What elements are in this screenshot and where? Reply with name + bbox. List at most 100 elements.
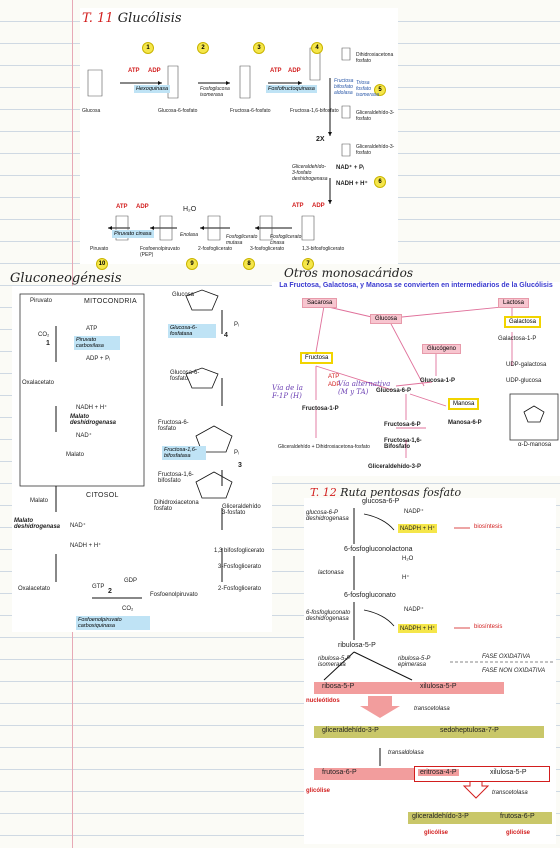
g3p-sedoheptulosa-bar bbox=[314, 726, 544, 738]
pp-nucleotidos: nucleótidos bbox=[306, 698, 340, 704]
glucolisis-title-prefix: T. 11 bbox=[82, 11, 114, 26]
glucosa-6-fosfatasa: Glucosa-6-fosfatasa bbox=[168, 324, 216, 338]
glucosa-1p: Glucosa-1-P bbox=[420, 378, 456, 384]
pep-label: Fosfoenolpiruvato (PEP) bbox=[140, 246, 180, 258]
3pg-label: 3-fosfoglicerato bbox=[250, 246, 285, 252]
gn-2pg: 2-Fosfoglicerato bbox=[218, 586, 262, 592]
otros-atp: ATP bbox=[328, 374, 340, 380]
glucolisis-panel: T. 11 Glucólisis 1 2 3 4 5 6 7 8 9 10 AT… bbox=[80, 8, 398, 270]
piruvato-label: Piruvato bbox=[90, 246, 109, 252]
aldolasa-label: Fructosa bifosfato aldolasa bbox=[334, 78, 354, 96]
adp-1: ADP bbox=[148, 68, 161, 74]
fructosa-16-bifosfatasa: Fructosa-1,6-bifosfatasa bbox=[162, 446, 206, 460]
gn-nadh-2: NADH + H⁺ bbox=[70, 543, 102, 549]
gn-atp: ATP bbox=[86, 326, 98, 332]
pp-glicolise-3: glicólise bbox=[506, 830, 531, 836]
glucosa-6p: Glucosa-6-P bbox=[376, 388, 412, 394]
pp-lactonasa: lactonasa bbox=[318, 570, 344, 576]
pp-sedoheptulosa: sedoheptulosa-7-P bbox=[440, 727, 499, 734]
step-6: 6 bbox=[374, 176, 386, 188]
piruvato-carboxilasa: Piruvato carboxilasa bbox=[74, 336, 120, 350]
pp-gliceraldehido: gliceraldehído-3-P bbox=[322, 727, 379, 734]
pp-xilulosa-2: xilulosa-5-P bbox=[490, 769, 527, 776]
pentosas-panel: glucosa-6-P glucosa-6-P deshidrogenasa N… bbox=[304, 498, 556, 844]
nadh-label: NADH + H⁺ bbox=[336, 181, 368, 187]
step-8: 8 bbox=[243, 258, 255, 270]
pp-biosintesis: biosíntesis bbox=[474, 524, 503, 530]
manosa-box: Manosa bbox=[448, 398, 480, 410]
fosfoglicerato-cinasa-label: Fosfoglicerato cinasa bbox=[270, 234, 302, 246]
adp-3: ADP bbox=[288, 68, 301, 74]
pp-6-fosfogluconolactona: 6-fosfogluconolactona bbox=[344, 546, 413, 553]
pp-ribosa: ribosa-5-P bbox=[322, 683, 355, 690]
manosa-6p: Manosa-6-P bbox=[448, 420, 482, 426]
fructosa-1p: Fructosa-1-P bbox=[302, 406, 339, 412]
otros-subtitle: La Fructosa, Galactosa, y Manosa se conv… bbox=[279, 282, 553, 289]
adp-10: ADP bbox=[136, 204, 149, 210]
g3p-dh-label: Gliceraldehído-3-fosfato deshidrogenasa bbox=[292, 164, 328, 182]
glucosa-label: Glucosa bbox=[82, 108, 101, 114]
otros-adp: ADP bbox=[328, 382, 341, 388]
gn-malato-dh-2: Malato deshidrogenasa bbox=[14, 518, 61, 530]
atp-10: ATP bbox=[116, 204, 128, 210]
gn-gtp: GTP bbox=[92, 584, 105, 590]
citosol-label: CITOSOL bbox=[86, 492, 119, 499]
fructosa-16-bp: Fructosa-1,6-Bifosfato bbox=[384, 438, 422, 450]
step-10: 10 bbox=[96, 258, 108, 270]
enolasa-label: Enolasa bbox=[180, 232, 199, 238]
otros-title: Otros monosacáridos bbox=[284, 266, 413, 280]
fructosa-6p-label: Fructosa-6-fosfato bbox=[230, 108, 271, 114]
gliceraldehido-dihidroxi: Gliceraldehído + Dihidroxiacetona-fosfat… bbox=[278, 444, 370, 450]
dihidroxiacetona-label: Dihidroxiacetona fosfato bbox=[356, 52, 394, 64]
fructosa-6p: Fructosa-6-P bbox=[384, 422, 421, 428]
pp-h2o: H₂O bbox=[402, 556, 414, 562]
gn-pi-2: Pᵢ bbox=[234, 450, 239, 456]
gn-malato: Malato bbox=[66, 452, 85, 458]
glucolisis-title: Glucólisis bbox=[117, 11, 182, 26]
gn-fructosa-16: Fructosa-1,6-bifosfato bbox=[158, 472, 194, 484]
mitocondria-label: MITOCONDRIA bbox=[84, 298, 137, 305]
gn-gliceraldehido: Gliceraldehído 3-fosfato bbox=[222, 504, 261, 516]
gn-glucosa: Glucosa bbox=[172, 292, 195, 298]
glucosa-box: Glucosa bbox=[370, 314, 403, 324]
gn-oxalacetato: Oxalacetato bbox=[22, 380, 55, 386]
fructosa-16bp-label: Fructosa-1,6-bifosfato bbox=[290, 108, 339, 114]
fosfofructoquinasa-label: Fosfofructoquinasa bbox=[266, 85, 317, 93]
gn-step-1: 1 bbox=[46, 340, 50, 347]
gn-nad: NAD⁺ bbox=[76, 433, 92, 439]
pp-transaldolasa: transaldolasa bbox=[388, 750, 424, 756]
pentosas-title-prefix: T. 12 bbox=[310, 486, 337, 499]
gn-piruvato: Piruvato bbox=[30, 298, 53, 304]
glucolisis-arrows bbox=[87, 47, 351, 241]
gn-3pg: 3-Fosfoglicerato bbox=[218, 564, 262, 570]
pp-xilulosa: xilulosa-5-P bbox=[420, 683, 457, 690]
pp-nadph: NADPH + H⁺ bbox=[398, 524, 438, 533]
r-isomerasa: ribulosa-5-P isomerasa bbox=[318, 656, 351, 668]
adp-7: ADP bbox=[312, 203, 325, 209]
g3p-label-2: Gliceraldehído-3-fosfato bbox=[356, 144, 395, 156]
pentosas-arrows bbox=[323, 508, 554, 799]
g6p-dh: glucosa-6-P deshidrogenasa bbox=[306, 510, 349, 522]
2pg-label: 2-fosfoglicerato bbox=[198, 246, 233, 252]
step-1: 1 bbox=[142, 42, 154, 54]
gn-fructosa-6p: Fructosa-6-fosfato bbox=[158, 420, 189, 432]
gn-gdp: GDP bbox=[124, 578, 138, 584]
pp-glucosa-6p: glucosa-6-P bbox=[362, 498, 400, 505]
piruvato-cinasa-label: Piruvato cinasa bbox=[112, 230, 154, 238]
fase-non-oxidativa: FASE NON OXIDATIVA bbox=[482, 668, 546, 674]
gn-co2-b: CO₂ bbox=[122, 606, 134, 612]
pp-nadph-2: NADPH + H⁺ bbox=[398, 624, 438, 633]
13bpg-label: 1,3-bifosfoglicerato bbox=[302, 246, 345, 252]
pp-transcetolasa-2: transcetolasa bbox=[492, 790, 528, 796]
atp-7: ATP bbox=[292, 203, 304, 209]
via-f1p: Vía de la F-1P (H) bbox=[272, 384, 303, 400]
pp-glicolise-2: glicólise bbox=[424, 830, 449, 836]
step-3: 3 bbox=[253, 42, 265, 54]
step-9: 9 bbox=[186, 258, 198, 270]
glucosa-6p-label: Glucosa-6-fosfato bbox=[158, 108, 198, 114]
gn-adp-pi: ADP + Pᵢ bbox=[86, 356, 111, 362]
final-bar bbox=[408, 812, 552, 824]
gluconeogenesis-diagram bbox=[19, 289, 233, 599]
gn-nad-2: NAD⁺ bbox=[70, 523, 86, 529]
pepck: Fosfoenolpiruvato carboxiquinasa bbox=[76, 616, 150, 630]
